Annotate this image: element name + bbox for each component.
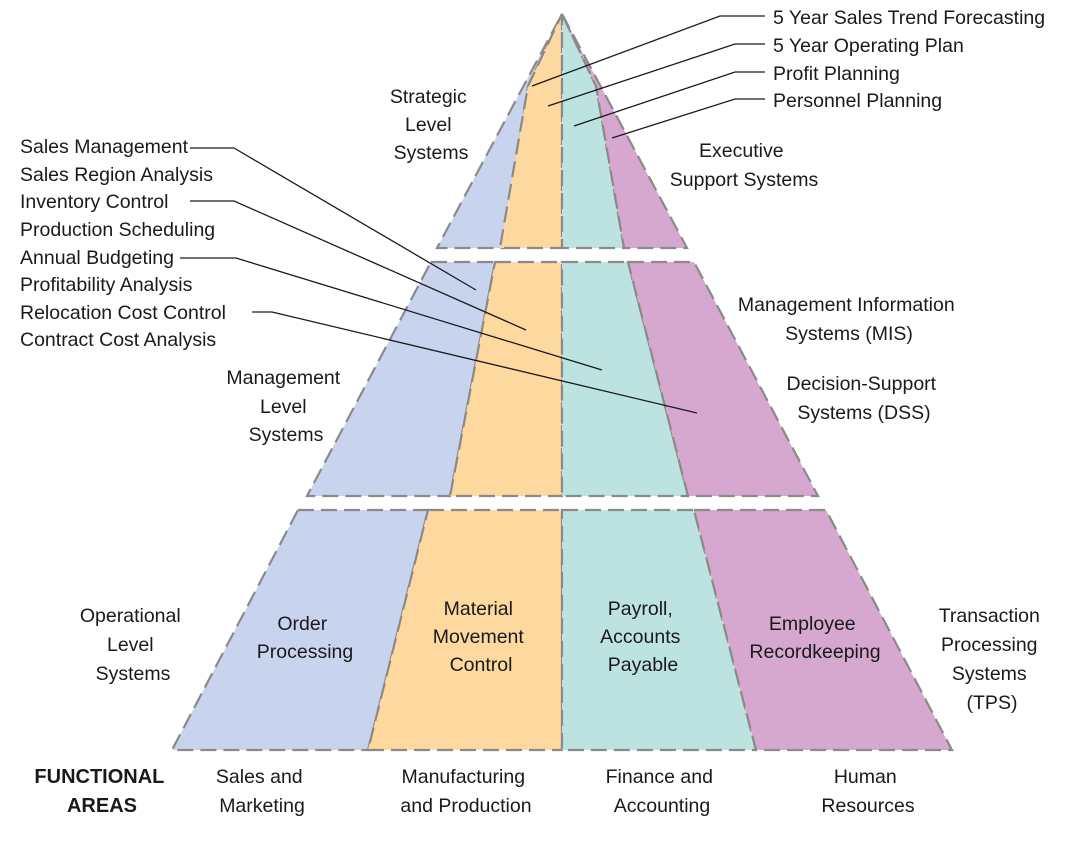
- tps-label: Transaction Processing Systems (TPS): [939, 605, 1046, 714]
- functional-areas-heading: FUNCTIONAL AREAS: [34, 766, 169, 817]
- leader-line: [180, 257, 603, 371]
- strategic-level-label: Strategic Level Systems: [390, 86, 472, 164]
- strategic-application-list: 5 Year Sales Trend Forecasting 5 Year Op…: [773, 7, 1051, 112]
- leader-line: [611, 98, 765, 139]
- payroll-accounts-payable-label: Payroll, Accounts Payable: [600, 598, 686, 676]
- dss-label: Decision-Support Systems (DSS): [787, 373, 942, 424]
- strategic-manufacturing-segment: [498, 13, 564, 250]
- area-finance-accounting: Finance and Accounting: [606, 766, 719, 817]
- order-processing-label: Order Processing: [257, 613, 353, 663]
- leader-line: [190, 200, 527, 331]
- strategic-hr-segment: [561, 13, 689, 250]
- area-manufacturing-production: Manufacturing and Production: [400, 766, 531, 817]
- leader-line: [547, 43, 765, 107]
- management-application-list: Sales Management Sales Region Analysis I…: [20, 136, 231, 351]
- employee-recordkeeping-label: Employee Recordkeeping: [749, 613, 880, 663]
- strategic-tier: [435, 13, 689, 250]
- material-movement-control-label: Material Movement Control: [433, 598, 529, 676]
- management-hr-segment: [626, 260, 820, 498]
- leader-line: [531, 15, 765, 87]
- management-tier: [305, 260, 820, 498]
- leader-line: [190, 147, 477, 291]
- management-level-label: Management Level Systems: [226, 367, 345, 446]
- operational-hr-segment: [692, 508, 954, 752]
- mis-label: Management Information Systems (MIS): [738, 294, 960, 345]
- leader-line: [252, 311, 698, 414]
- operational-level-label: Operational Level Systems: [80, 605, 186, 685]
- leader-line: [573, 71, 765, 127]
- area-sales-marketing: Sales and Marketing: [216, 766, 308, 817]
- executive-support-systems-label: Executive Support Systems: [670, 140, 819, 191]
- management-leader-lines: [180, 147, 698, 414]
- operational-tier: [170, 508, 954, 752]
- area-human-resources: Human Resources: [821, 766, 914, 817]
- strategic-leader-lines: [531, 15, 765, 139]
